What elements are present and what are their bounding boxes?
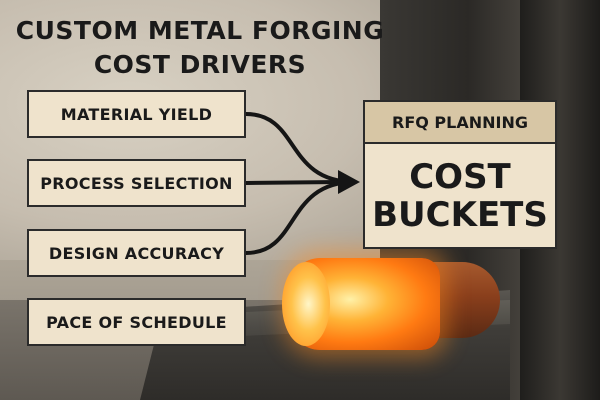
driver-label: PACE OF SCHEDULE bbox=[46, 312, 227, 332]
cost-buckets-line-2: BUCKETS bbox=[372, 194, 548, 235]
driver-pace-of-schedule: PACE OF SCHEDULE bbox=[27, 298, 246, 346]
title-line-2: COST DRIVERS bbox=[93, 50, 307, 79]
cost-buckets-box: RFQ PLANNING COST BUCKETS bbox=[363, 100, 557, 249]
cost-buckets-line-1: COST bbox=[409, 156, 511, 197]
driver-label: MATERIAL YIELD bbox=[60, 104, 213, 124]
driver-design-accuracy: DESIGN ACCURACY bbox=[27, 229, 246, 277]
driver-label: PROCESS SELECTION bbox=[40, 173, 233, 193]
driver-material-yield: MATERIAL YIELD bbox=[27, 90, 246, 138]
diagram-title: CUSTOM METAL FORGING COST DRIVERS bbox=[10, 14, 390, 82]
driver-process-selection: PROCESS SELECTION bbox=[27, 159, 246, 207]
billet-end-face bbox=[282, 262, 330, 346]
driver-label: DESIGN ACCURACY bbox=[48, 243, 225, 263]
rfq-planning-header: RFQ PLANNING bbox=[365, 102, 555, 144]
title-line-1: CUSTOM METAL FORGING bbox=[15, 16, 385, 45]
cost-buckets-label: COST BUCKETS bbox=[365, 144, 555, 247]
